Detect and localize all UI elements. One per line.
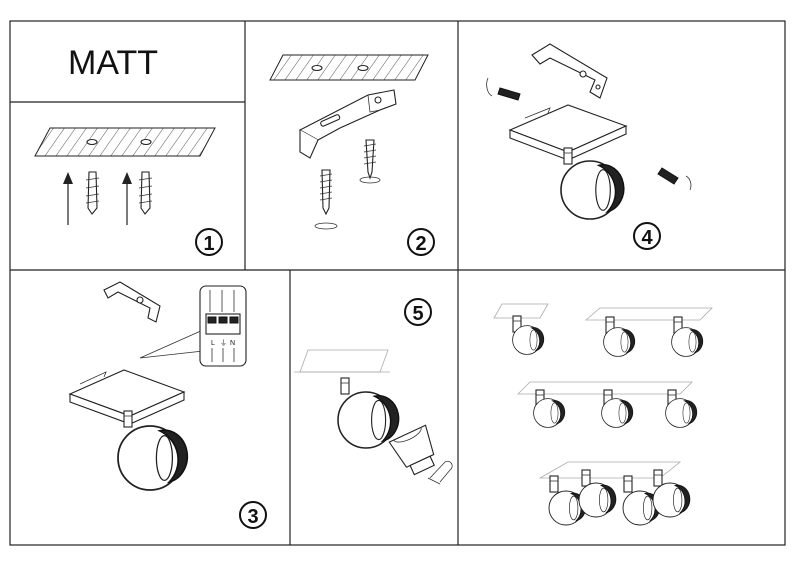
terminal-label-earth: ⏚	[220, 339, 227, 347]
panel-variants	[493, 303, 713, 526]
step-number: 4	[641, 227, 653, 249]
base-plate	[508, 104, 628, 161]
drill-hole	[86, 138, 98, 146]
panel-step-3: L ⏚ N 3	[68, 281, 267, 529]
drill-hole	[140, 138, 152, 146]
step-number: 5	[412, 303, 423, 325]
drill-hole	[357, 64, 369, 72]
panel-step-4: 4	[486, 43, 692, 250]
variant-single-spot	[493, 303, 549, 355]
product-title: MATT	[68, 44, 158, 82]
screw-icon	[486, 77, 521, 101]
spotlight-globe	[560, 160, 625, 220]
gu10-bulb-icon	[388, 424, 435, 476]
step-number: 3	[247, 506, 258, 528]
terminal-label-neutral: N	[230, 340, 235, 347]
ceiling-surface	[34, 127, 216, 157]
step-number: 2	[415, 233, 426, 255]
variant-triple-spot	[517, 381, 698, 428]
panel-step-5: 5	[294, 298, 453, 485]
step-badge	[404, 298, 432, 326]
mounting-bracket	[298, 89, 397, 159]
screw-icon	[314, 169, 338, 230]
screw-icon	[657, 167, 692, 191]
terminal-block-callout: L ⏚ N	[199, 285, 247, 367]
step-badge	[633, 222, 661, 250]
step-badge	[407, 228, 435, 256]
mounting-bracket	[531, 43, 608, 99]
spotlight-globe	[117, 425, 189, 491]
retaining-clip-icon	[427, 460, 453, 485]
screw-icon	[359, 139, 381, 184]
step-number: 1	[203, 233, 214, 255]
panel-step-1: 1	[34, 127, 223, 256]
ceiling-surface	[269, 54, 429, 81]
up-arrow-icon	[122, 172, 132, 225]
variant-quad-spot	[538, 461, 691, 526]
variant-double-spot	[584, 307, 713, 357]
step-badge	[195, 228, 223, 256]
terminal-label-live: L	[211, 340, 215, 347]
drill-hole	[311, 64, 323, 72]
panel-grid	[9, 20, 786, 546]
base-plate	[68, 369, 186, 425]
spotlight-globe	[337, 391, 400, 449]
wall-plug-icon	[138, 171, 153, 215]
ceiling-plate	[294, 349, 390, 373]
panel-step-2: 2	[269, 54, 435, 256]
mounting-bracket	[103, 281, 161, 323]
up-arrow-icon	[63, 172, 73, 225]
wall-plug-icon	[85, 171, 100, 215]
step-badge	[239, 501, 267, 529]
